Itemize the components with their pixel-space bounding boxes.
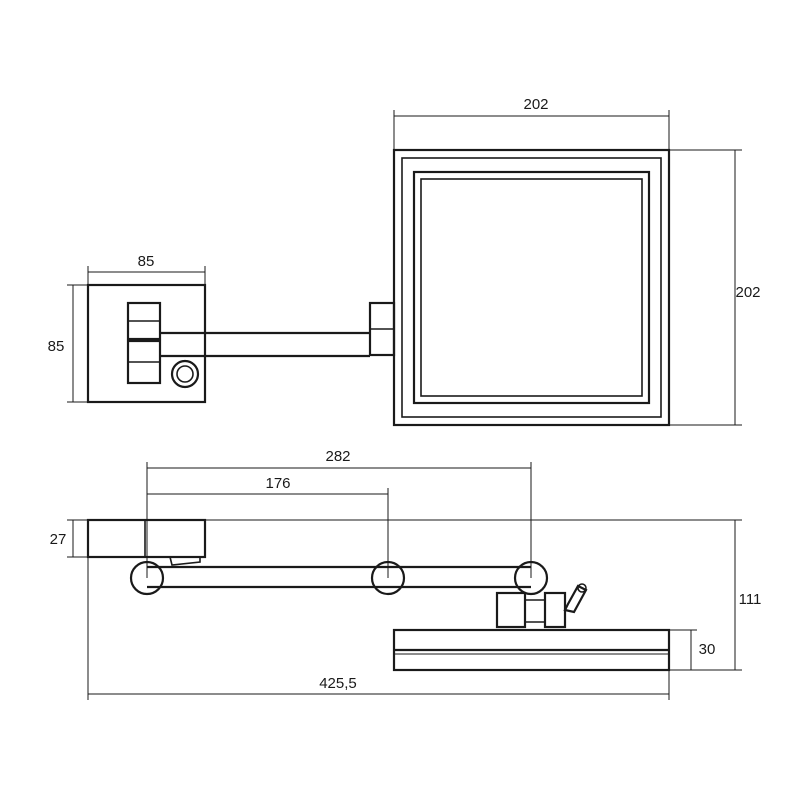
side-adjust-knob-tip (577, 583, 587, 593)
mirror-outer-frame (392, 148, 671, 427)
dim-label-arm-segment: 176 (265, 475, 290, 492)
side-hinge-right-block (543, 591, 567, 629)
switch-button-outer (170, 359, 200, 389)
mirror-glass-inner (420, 178, 643, 397)
mirror-glass-outer (412, 170, 651, 405)
side-hinge-left-block (495, 591, 527, 629)
front-view: 202 202 85 85 (48, 96, 761, 427)
dim-label-arm-total: 282 (325, 448, 350, 465)
side-switch-tab (169, 556, 201, 566)
dim-label-base-depth: 27 (50, 531, 67, 548)
mirror-inner-frame (401, 157, 662, 418)
switch-button-inner (176, 365, 194, 383)
dim-label-base-width: 85 (138, 253, 155, 270)
dim-label-mirror-width: 202 (523, 96, 548, 113)
wall-base-plate (86, 283, 207, 404)
dim-label-mirror-thickness: 30 (699, 641, 716, 658)
side-adjust-knob (563, 584, 588, 614)
dim-label-overall-length: 425,5 (319, 675, 357, 692)
dim-label-base-height: 85 (48, 338, 65, 355)
dim-label-mirror-height: 202 (735, 284, 760, 301)
side-view: 282 176 27 111 30 425,5 (50, 448, 762, 700)
dim-label-overall-depth: 111 (739, 591, 762, 608)
